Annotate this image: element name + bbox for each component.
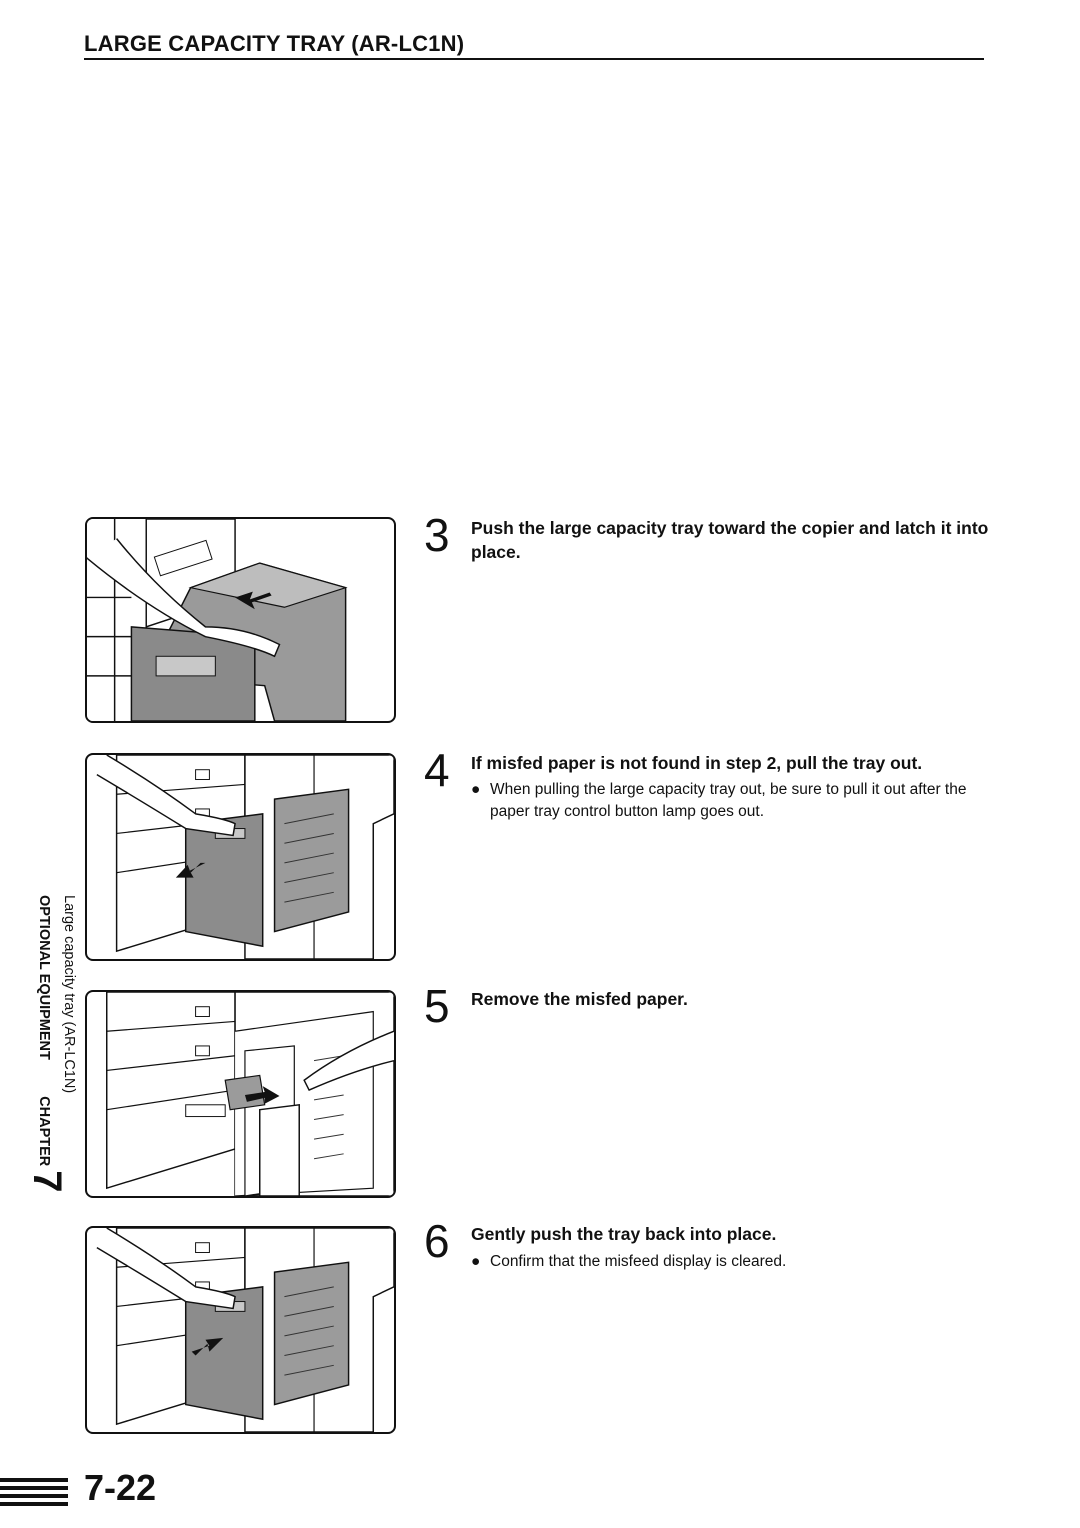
- side-tab-chapter-number: 7: [25, 1170, 69, 1193]
- step-heading: Push the large capacity tray toward the …: [471, 518, 989, 562]
- step-number: 3: [424, 509, 450, 561]
- step-note: ● Confirm that the misfeed display is cl…: [471, 1251, 991, 1273]
- step-heading: Remove the misfed paper.: [471, 989, 688, 1009]
- step-note-text: Confirm that the misfeed display is clea…: [490, 1253, 787, 1270]
- side-tab-section: OPTIONAL EQUIPMENT CHAPTER 7: [25, 895, 69, 1275]
- side-tab-subtitle: Large capacity tray (AR-LC1N): [61, 895, 77, 1094]
- remove-paper-illustration: [85, 990, 396, 1198]
- page-number: 7-22: [84, 1467, 157, 1508]
- step-heading: If misfed paper is not found in step 2, …: [471, 753, 923, 773]
- push-back-illustration: [85, 1226, 396, 1434]
- push-tray-illustration: [85, 517, 396, 723]
- side-tab-section-label: OPTIONAL EQUIPMENT: [36, 895, 52, 1060]
- step-4: 4 If misfed paper is not found in step 2…: [424, 745, 991, 831]
- step-6: 6 Gently push the tray back into place. …: [424, 1216, 991, 1282]
- bullet-icon: ●: [471, 781, 481, 798]
- step-number: 5: [424, 980, 450, 1032]
- step-heading: Gently push the tray back into place.: [471, 1224, 777, 1244]
- step-note: ● When pulling the large capacity tray o…: [471, 779, 991, 823]
- chapter-side-tab: Large capacity tray (AR-LC1N) OPTIONAL E…: [25, 895, 80, 1275]
- side-tab-chapter-label: CHAPTER: [36, 1096, 52, 1167]
- step-number: 4: [424, 744, 450, 796]
- step-note-text: When pulling the large capacity tray out…: [490, 781, 967, 820]
- section-title: LARGE CAPACITY TRAY (AR-LC1N): [84, 30, 984, 60]
- bullet-icon: ●: [471, 1253, 481, 1270]
- page-number-bars: [0, 1478, 68, 1510]
- pull-tray-illustration: [85, 753, 396, 961]
- step-number: 6: [424, 1215, 450, 1267]
- step-3: 3 Push the large capacity tray toward th…: [424, 510, 989, 576]
- step-5: 5 Remove the misfed paper.: [424, 981, 989, 1037]
